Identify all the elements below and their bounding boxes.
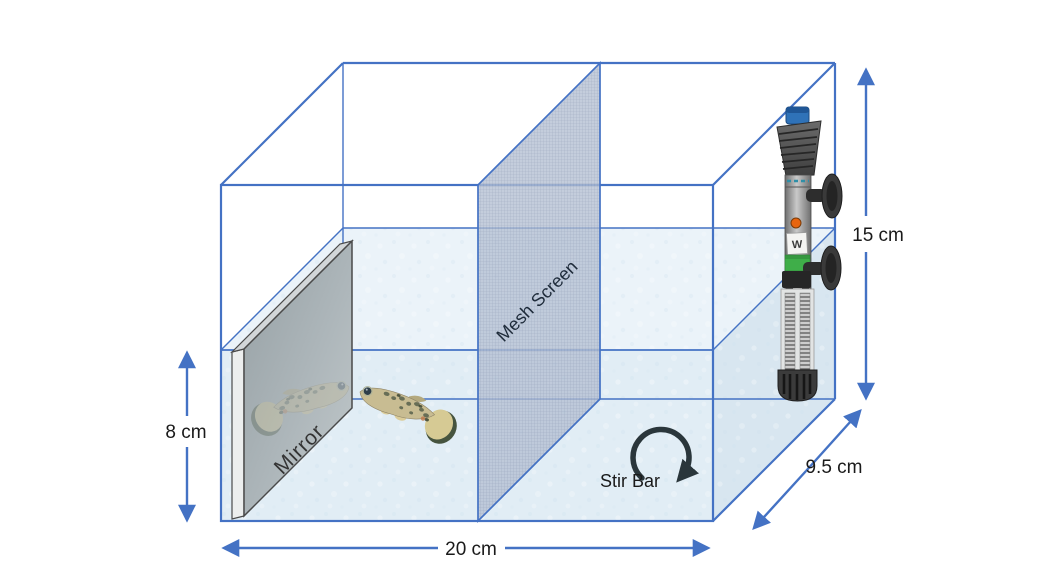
tank-top-right-edge (712, 62, 836, 186)
heater-knob-top (786, 107, 809, 113)
heater-element-tube (780, 288, 815, 374)
stir-bar-label: Stir Bar (600, 471, 660, 491)
mirror-face (243, 239, 353, 518)
suction-cup-top (806, 173, 843, 219)
heater: W (776, 106, 843, 402)
tank-top-left-edge (220, 62, 344, 186)
heater-green-band-shade (785, 255, 810, 259)
mirror-panel: Mirror (230, 239, 358, 520)
tank-front-face-outline (219, 183, 715, 523)
height-label: 15 cm (852, 225, 904, 246)
depth-label: 9.5 cm (805, 457, 862, 478)
depth-dimension (752, 408, 862, 530)
water-height-label: 8 cm (165, 422, 206, 443)
heater-indicator-led (790, 217, 802, 229)
dimension-labels: 8 cm 20 cm 15 cm 9.5 cm (165, 225, 903, 560)
heater-bottom-cap (777, 369, 818, 402)
length-label: 20 cm (445, 539, 497, 560)
heater-watt-label: W (792, 239, 804, 252)
dimension-annotations (178, 67, 875, 557)
stir-bar-annotation: Stir Bar (600, 426, 699, 491)
waterline-right (712, 227, 836, 351)
mesh-screen: Mesh Screen (477, 60, 601, 524)
water-body (221, 228, 835, 521)
tank-bottom-right-edge (712, 398, 836, 522)
heater-watt-sticker: W (786, 232, 808, 255)
waterline-left (220, 227, 344, 351)
stir-bar-rotation-icon (630, 426, 699, 483)
mirror-edge-strip (231, 348, 245, 520)
heater-cap-ribs (778, 128, 819, 170)
